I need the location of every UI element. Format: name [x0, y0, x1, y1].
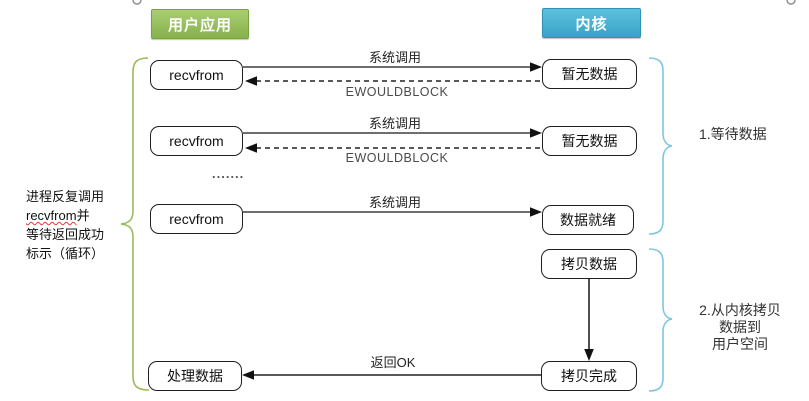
arrowhead-syscall-2: [530, 128, 542, 138]
brace-step1: [648, 57, 673, 235]
node-no-data-1: 暂无数据: [542, 59, 637, 89]
arrowhead-syscall-3: [530, 207, 542, 217]
annotation-step2-line-2: 数据到: [719, 319, 761, 335]
node-recvfrom-3: recvfrom: [150, 204, 243, 234]
label-ewouldblock-1: EWOULDBLOCK: [345, 85, 449, 99]
node-process-data: 处理数据: [148, 361, 242, 391]
arrowhead-return-ok: [242, 370, 254, 380]
header-user-app: 用户应用: [151, 9, 249, 39]
left-note-line-2-rest: 并: [76, 208, 90, 223]
node-recvfrom-1: recvfrom: [150, 60, 243, 90]
brace-loop-left: [120, 57, 150, 391]
cropped-glyph-right: [786, 0, 796, 5]
annotation-step2-line-1: 2.从内核拷贝: [699, 302, 781, 318]
left-note-line-1: 进程反复调用: [26, 189, 105, 204]
arrowhead-copy: [584, 349, 594, 361]
label-return-ok: 返回OK: [370, 355, 416, 370]
label-ellipsis: .......: [212, 166, 245, 181]
label-syscall-2: 系统调用: [368, 116, 421, 131]
left-note: 进程反复调用 recvfrom并 等待返回成功 标示（循环）: [26, 187, 136, 263]
node-no-data-2: 暂无数据: [542, 126, 637, 156]
annotation-step2-line-3: 用户空间: [712, 336, 768, 352]
left-note-line-4: 标示（循环）: [26, 246, 105, 261]
node-copy-done: 拷贝完成: [541, 361, 637, 391]
left-note-line-3: 等待返回成功: [26, 227, 105, 242]
left-note-recvfrom-word: recvfrom: [26, 208, 77, 223]
annotation-step2: 2.从内核拷贝 数据到 用户空间: [688, 302, 792, 353]
node-recvfrom-2: recvfrom: [150, 126, 243, 156]
annotation-step1: 1.等待数据: [699, 126, 767, 142]
left-note-line-2: recvfrom并: [26, 206, 136, 225]
header-kernel: 内核: [542, 8, 641, 38]
label-syscall-1: 系统调用: [368, 50, 421, 65]
brace-step2: [648, 248, 673, 392]
label-syscall-3: 系统调用: [368, 195, 421, 210]
arrowhead-syscall-1: [530, 62, 542, 72]
arrowhead-ewouldblock-2: [245, 143, 257, 153]
label-ewouldblock-2: EWOULDBLOCK: [345, 151, 449, 165]
node-copy-data: 拷贝数据: [541, 249, 637, 279]
arrowhead-ewouldblock-1: [245, 76, 257, 86]
cropped-glyph-left: [132, 0, 142, 5]
node-data-ready: 数据就绪: [542, 205, 634, 235]
